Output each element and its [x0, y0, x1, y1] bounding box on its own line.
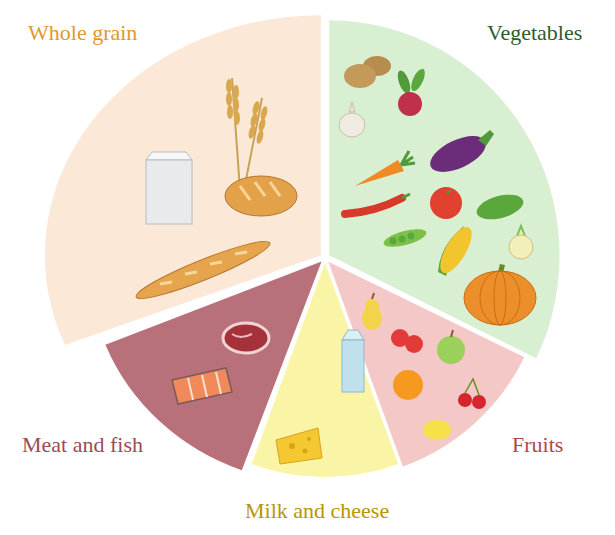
- cucumber: [474, 190, 526, 224]
- group-label: Vegetables: [487, 20, 582, 46]
- wheat-grain: [251, 100, 260, 115]
- cheese: [276, 428, 322, 464]
- wheat-grain: [233, 98, 239, 112]
- cherry: [472, 395, 486, 409]
- onion: [509, 235, 533, 259]
- wheat-grain: [259, 105, 268, 120]
- lemon: [423, 420, 451, 440]
- apple: [437, 336, 465, 364]
- steak: [223, 323, 269, 353]
- pumpkin-rib: [494, 271, 506, 325]
- corn: [434, 222, 477, 277]
- pear: [362, 306, 382, 330]
- garlic-tip: [349, 102, 355, 112]
- wheat-grain: [249, 112, 258, 127]
- wheat-grain: [247, 124, 256, 139]
- group-label: Meat and fish: [22, 432, 143, 458]
- bread-loaf: [225, 176, 297, 216]
- pea-pod: [382, 226, 428, 251]
- cheese-hole: [303, 449, 308, 454]
- wedge-fill: [45, 15, 321, 345]
- pear-stem: [372, 293, 374, 299]
- group-label: Milk and cheese: [245, 498, 389, 524]
- wheat-grain: [257, 117, 266, 132]
- flour-bag: [146, 160, 192, 224]
- potato: [344, 64, 376, 88]
- wheat-stem: [232, 78, 240, 190]
- pea: [408, 233, 415, 240]
- pumpkin-rib: [480, 271, 520, 325]
- wheat-grain: [234, 111, 240, 125]
- pumpkin: [464, 271, 536, 325]
- wedge-fill: [252, 263, 398, 477]
- chili-stem: [402, 194, 410, 198]
- flour-bag-top: [146, 152, 192, 160]
- baguette: [132, 234, 273, 306]
- beet-leaf: [395, 69, 413, 95]
- milk-carton-top: [342, 330, 364, 340]
- cheese-hole: [289, 443, 295, 449]
- cherry-stems: [465, 379, 479, 395]
- wheat-grain: [226, 79, 232, 93]
- baguette-scores: [160, 252, 247, 284]
- cheese-hole: [307, 437, 311, 441]
- orange: [393, 370, 423, 400]
- wheat-grain: [227, 105, 233, 119]
- steak-marbling: [232, 334, 252, 337]
- garlic: [339, 113, 365, 137]
- wedge-fill: [329, 20, 559, 358]
- beet: [398, 92, 422, 116]
- pea: [390, 238, 397, 245]
- group-label: Fruits: [512, 432, 563, 458]
- label-anchor: Fruits: [512, 432, 563, 458]
- salmon: [172, 368, 232, 404]
- cherry: [458, 393, 472, 407]
- eggplant: [425, 129, 491, 180]
- strawberry: [405, 335, 423, 353]
- apple-stem: [451, 330, 453, 337]
- label-anchor: Meat and fish: [22, 432, 143, 458]
- label-anchor: Whole grain: [28, 20, 137, 46]
- bread-scores: [240, 182, 280, 200]
- milk-carton: [342, 340, 364, 392]
- wheat-grain: [255, 129, 264, 144]
- label-anchor: Milk and cheese: [245, 498, 389, 524]
- tomato-leaf: [440, 189, 452, 194]
- carrot: [355, 160, 404, 186]
- pea: [399, 236, 406, 243]
- carrot-leaves: [401, 151, 415, 165]
- eggplant-cap: [478, 130, 494, 146]
- group-label: Whole grain: [28, 20, 137, 46]
- wheat-grain: [233, 85, 239, 99]
- wheat-grain: [226, 92, 232, 106]
- chili: [345, 198, 402, 214]
- label-anchor: Vegetables: [487, 20, 582, 46]
- salmon-stripes: [188, 372, 221, 400]
- tomato: [430, 187, 462, 219]
- beet-leaf: [408, 67, 427, 93]
